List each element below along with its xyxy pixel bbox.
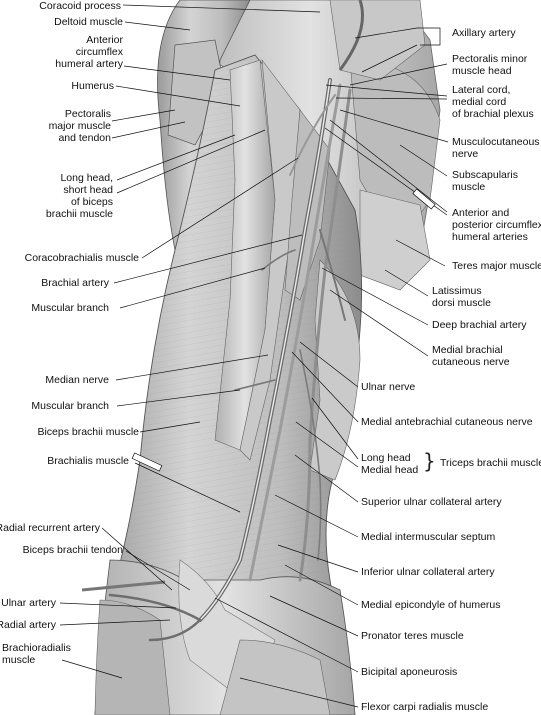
neurovascular-bundle — [108, 78, 352, 642]
label-medial-antebrachial-cutaneous-nerve: Medial antebrachial cutaneous nerve — [361, 416, 533, 428]
musculocutaneous-path — [289, 94, 336, 176]
label-biceps-brachii-muscle: Biceps brachii muscle — [37, 426, 139, 438]
label-coracobrachialis: Coracobrachialis muscle — [24, 252, 139, 264]
label-axillary-artery: Axillary artery — [452, 27, 516, 39]
median-nerve-path — [248, 83, 342, 582]
label-deep-brachial-artery: Deep brachial artery — [432, 319, 527, 331]
label-ulnar-nerve: Ulnar nerve — [361, 381, 416, 393]
label-humerus: Humerus — [71, 80, 114, 92]
label-pronator-teres: Pronator teres muscle — [361, 630, 464, 642]
ulnar-nerve-path — [298, 88, 352, 582]
label-circumflex-humeral-arteries: Anterior and posterior circumflex humera… — [452, 207, 541, 243]
label-pectoralis-minor: Pectoralis minor muscle head — [452, 53, 528, 77]
label-ulnar-artery: Ulnar artery — [1, 597, 56, 609]
collateral-path — [299, 349, 322, 561]
label-brachialis-muscle: Brachialis muscle — [47, 455, 129, 467]
label-radial-artery: Radial artery — [0, 619, 56, 631]
label-brachioradialis: Brachioradialis muscle — [2, 642, 71, 666]
label-deltoid-muscle: Deltoid muscle — [54, 16, 123, 28]
leader-lines — [59, 4, 449, 708]
cut-vessel — [81, 580, 166, 592]
label-triceps-heads: Long head Medial head — [361, 452, 419, 476]
label-median-nerve: Median nerve — [45, 374, 109, 386]
triceps-brace-icon: } — [423, 449, 436, 473]
label-triceps-brachii-muscle: Triceps brachii muscle — [440, 457, 541, 469]
muscular-branch-2 — [234, 379, 276, 391]
brachioradialis-shape — [94, 599, 171, 715]
ulnar-artery-path — [108, 593, 202, 622]
latissimus-mass — [359, 189, 431, 291]
radial-artery-path — [148, 618, 202, 642]
label-superior-ulnar-collateral-artery: Superior ulnar collateral artery — [361, 496, 502, 508]
label-pectoralis-major: Pectoralis major muscle and tendon — [48, 108, 111, 144]
label-anterior-circumflex-humeral-artery: Anterior circumflex humeral artery — [55, 34, 123, 70]
muscular-branch-1 — [261, 249, 296, 271]
label-muscular-branch-upper: Muscular branch — [31, 302, 109, 314]
marker-humeral — [412, 188, 436, 210]
brachial-artery-hl — [199, 79, 331, 621]
label-medial-epicondyle: Medial epicondyle of humerus — [361, 599, 501, 611]
label-brachial-artery: Brachial artery — [41, 277, 109, 289]
label-radial-recurrent-artery: Radial recurrent artery — [0, 522, 100, 534]
label-latissimus-dorsi: Latissimus dorsi muscle — [432, 285, 491, 309]
label-coracoid-process: Coracoid process — [39, 0, 121, 12]
deep-brachial-path — [319, 229, 346, 321]
label-inferior-ulnar-collateral-artery: Inferior ulnar collateral artery — [361, 566, 495, 578]
label-medial-brachial-cutaneous-nerve: Medial brachial cutaneous nerve — [432, 344, 510, 368]
label-bicipital-aponeurosis: Bicipital aponeurosis — [361, 666, 458, 678]
fcr-shape — [219, 639, 331, 715]
label-brachial-plexus-cords: Lateral cord, medial cord of brachial pl… — [452, 84, 534, 120]
label-biceps-heads: Long head, short head of biceps brachii … — [45, 172, 113, 220]
label-musculocutaneous-nerve: Musculocutaneous nerve — [452, 136, 540, 160]
pectoralis-minor — [329, 0, 426, 81]
label-medial-intermuscular-septum: Medial intermuscular septum — [361, 531, 496, 543]
label-teres-major: Teres major muscle — [452, 260, 541, 272]
label-muscular-branch-lower: Muscular branch — [31, 400, 109, 412]
label-biceps-brachii-tendon: Biceps brachii tendon — [22, 544, 123, 556]
label-subscapularis-muscle: Subscapularis muscle — [452, 169, 518, 193]
marker-septum — [131, 452, 163, 472]
triceps-shape — [309, 259, 361, 481]
axillary-vessel — [338, 0, 364, 71]
label-flexor-carpi-radialis: Flexor carpi radialis muscle — [361, 701, 489, 713]
